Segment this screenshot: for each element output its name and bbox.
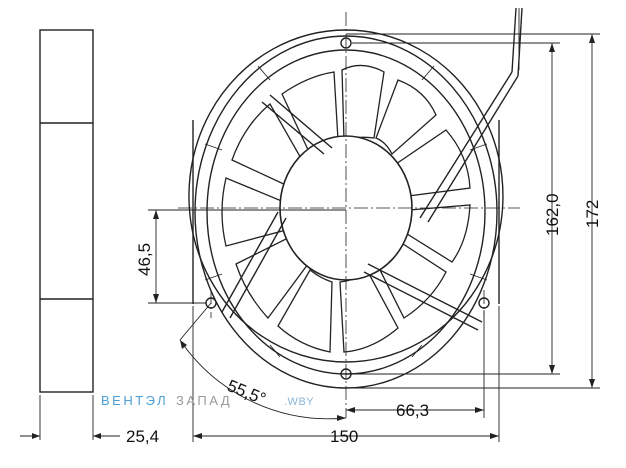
fan-front-view bbox=[178, 7, 523, 418]
dimension-labels: 25,4 150 66,3 162,0 172 46,5 55,5° bbox=[126, 193, 602, 446]
dim-hole-spacing-vertical: 162,0 bbox=[543, 193, 562, 236]
watermark-part-2: ЗАПАД bbox=[176, 393, 232, 408]
dimension-lines bbox=[148, 33, 600, 442]
watermark-part-3: .WBY bbox=[284, 396, 314, 408]
centerlines bbox=[178, 12, 520, 418]
dim-thickness: 25,4 bbox=[126, 427, 159, 446]
dim-height: 172 bbox=[583, 200, 602, 228]
fan-blades bbox=[221, 64, 471, 353]
watermark-part-1: ВЕНТЭЛ bbox=[101, 393, 168, 408]
watermark: ВЕНТЭЛ ЗАПАД .WBY bbox=[101, 393, 314, 408]
dim-hole-offset-horizontal: 66,3 bbox=[396, 401, 429, 420]
lead-wires bbox=[511, 7, 523, 77]
support-struts bbox=[221, 71, 519, 331]
fan-side-view bbox=[20, 29, 120, 440]
dim-width: 150 bbox=[330, 427, 358, 446]
dim-hole-offset: 46,5 bbox=[135, 243, 154, 276]
